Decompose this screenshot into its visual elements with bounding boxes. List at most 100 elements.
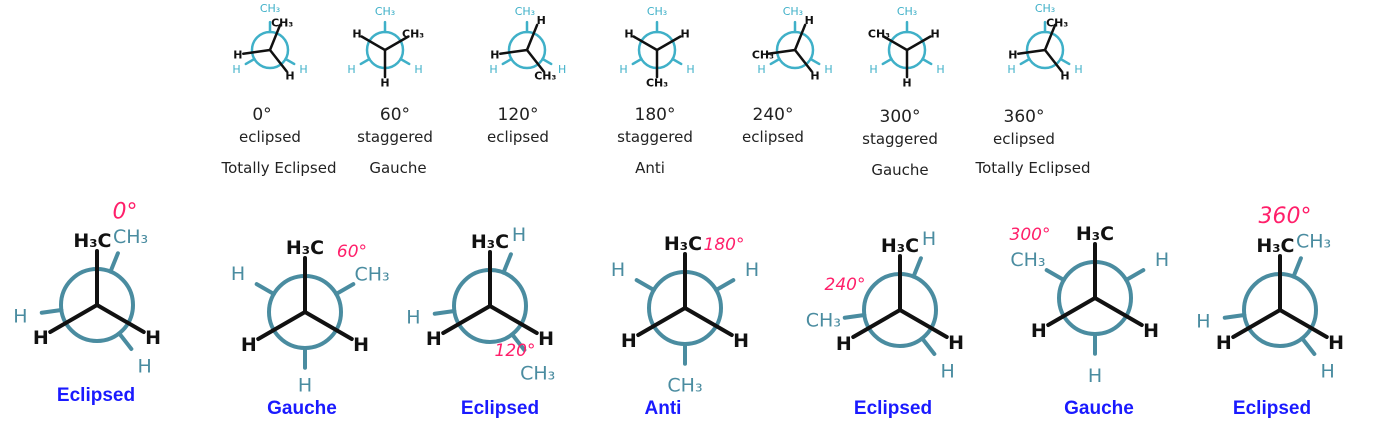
top-projection-2-front-substituent: CH₃ <box>534 69 556 82</box>
top-projection-0-front-substituent: H <box>285 69 294 82</box>
bottom-projection-0-back-substituent: H <box>138 356 152 378</box>
top-projection-6-front-bond <box>1043 23 1057 52</box>
bottom-projection-6-back-substituent: H <box>1196 310 1210 332</box>
top-projection-1-front-substituent: CH₃ <box>402 28 424 41</box>
bottom-projection-1-front-substituent: H <box>241 334 257 356</box>
top-projection-5-front-bond <box>905 35 932 52</box>
top-projection-2-back-bond <box>541 57 553 66</box>
top-projection-4-back-substituent: H <box>757 63 765 76</box>
bottom-angle-annotation-1: 60° <box>337 242 367 262</box>
bottom-projection-4-front-bond <box>898 308 949 339</box>
bottom-projection-6-front-substituent: H <box>1328 332 1344 354</box>
bottom-projection-5-front-substituent: H₃C <box>1076 223 1114 245</box>
bottom-projection-6-back-substituent: H <box>1321 361 1335 383</box>
bottom-projection-1-front-substituent: H₃C <box>286 237 324 259</box>
top-angle-5: 300° <box>879 107 921 127</box>
top-angle-4: 240° <box>752 105 794 125</box>
bottom-projection-2-front-substituent: H <box>426 328 442 350</box>
bottom-projection-3-front-bond <box>683 306 734 337</box>
bottom-angle-annotation-4: 240° <box>825 275 866 295</box>
bottom-projection-1-front-bond <box>303 310 354 341</box>
bottom-projection-0-front-substituent: H <box>33 327 49 349</box>
top-angle-0: 0° <box>252 105 272 125</box>
top-projection-1-front-bond <box>383 35 410 52</box>
top-projection-2-front-bond <box>525 48 545 73</box>
bottom-projection-6-front-substituent: H₃C <box>1256 235 1294 257</box>
bottom-angle-annotation-2: 120° <box>495 341 536 361</box>
top-projection-2-back-carbon-circle <box>507 30 547 70</box>
bottom-label-5: Gauche <box>1064 398 1134 419</box>
top-projection-4-back-substituent: CH₃ <box>783 5 803 18</box>
bottom-projection-2-back-substituent: H <box>512 224 526 246</box>
top-projection-6-front-substituent: H <box>1060 69 1069 82</box>
top-projection-3-front-substituent: CH₃ <box>646 76 668 89</box>
top-projection-6-front-bond <box>1017 48 1047 56</box>
top-projection-4-front-substituent: H <box>810 69 819 82</box>
top-name-6: Totally Eclipsed <box>975 159 1091 177</box>
top-projection-0-back-substituent: H <box>299 63 307 76</box>
bottom-projection-0-back-substituent: CH₃ <box>113 226 148 248</box>
bottom-projection-5-back-bond <box>1124 268 1146 282</box>
top-projection-0-front-bond <box>242 48 272 56</box>
top-projection-5-front-substituent: H <box>902 76 911 89</box>
bottom-projection-5-back-bond <box>1044 268 1066 282</box>
bottom-projection-6-back-bond <box>1300 336 1317 356</box>
top-angle-1: 60° <box>379 105 411 125</box>
bottom-projection-6-front-bond <box>1278 308 1329 339</box>
bottom-projection-3-front-substituent: H <box>733 330 749 352</box>
top-projection-4-front-bond <box>767 48 797 56</box>
top-conformation-3: staggered <box>617 128 693 146</box>
top-projection-2-front-substituent: H <box>490 48 499 61</box>
top-projection-5-back-bond <box>921 57 933 66</box>
bottom-projection-4-back-bond <box>842 313 867 320</box>
top-projection-6-front-bond <box>1043 48 1063 73</box>
bottom-angle-annotation-0: 0° <box>113 200 138 225</box>
bottom-projection-0-back-substituent: H <box>13 305 27 327</box>
bottom-projection-5-back-substituent: H <box>1088 365 1102 387</box>
top-conformation-0: eclipsed <box>239 128 301 146</box>
bottom-label-3: Anti <box>644 398 682 419</box>
bottom-projection-0-back-bond <box>39 308 64 315</box>
top-projection-5-back-substituent: H <box>936 63 944 76</box>
bottom-label-1: Gauche <box>267 398 337 419</box>
bottom-projection-0-front-substituent: H₃C <box>73 230 111 252</box>
top-projection-6-back-substituent: CH₃ <box>1035 2 1055 15</box>
bottom-projection-4-front-substituent: H <box>948 332 964 354</box>
bottom-projection-5-front-bond <box>1093 296 1144 327</box>
bottom-angle-annotation-5: 300° <box>1010 225 1051 245</box>
bottom-projection-3-back-bond <box>634 278 656 292</box>
bottom-label-2: Eclipsed <box>460 398 540 419</box>
top-angle-3: 180° <box>634 105 676 125</box>
bottom-projection-4-back-substituent: H <box>941 361 955 383</box>
bottom-projection-4-back-bond <box>911 256 923 279</box>
bottom-projection-4-front-substituent: H <box>836 333 852 355</box>
top-projection-5-front-substituent: H <box>930 28 939 41</box>
top-projection-2-front-bond <box>525 23 539 52</box>
top-projection-3-front-substituent: H <box>624 28 633 41</box>
bottom-projection-2-front-substituent: H₃C <box>471 231 509 253</box>
top-projection-4-back-bond <box>769 57 781 66</box>
bottom-projection-4-back-substituent: H <box>922 228 936 250</box>
top-projection-3-back-bond <box>631 57 643 66</box>
top-projection-0-front-substituent: H <box>233 48 242 61</box>
top-projection-1-front-substituent: H <box>352 28 361 41</box>
bottom-projection-2-front-bond <box>488 304 539 335</box>
bottom-angle-annotation-3: 180° <box>704 235 745 255</box>
top-projection-1-back-substituent: CH₃ <box>375 5 395 18</box>
bottom-projection-6-back-substituent: CH₃ <box>1296 231 1331 253</box>
top-projection-0-front-bond <box>268 23 282 52</box>
bottom-projection-1-front-substituent: H <box>353 334 369 356</box>
top-projection-6-back-bond <box>1019 57 1031 66</box>
bottom-projection-2-front-substituent: H <box>538 328 554 350</box>
top-projection-3-back-substituent: H <box>686 63 694 76</box>
top-projection-0-back-substituent: CH₃ <box>260 2 280 15</box>
bottom-projection-3-back-substituent: H <box>745 259 759 281</box>
top-projection-2-back-bond <box>501 57 513 66</box>
top-projection-2-back-substituent: H <box>558 63 566 76</box>
top-projection-3-back-substituent: CH₃ <box>647 5 667 18</box>
top-projection-3-front-bond <box>632 35 659 52</box>
top-conformation-2: eclipsed <box>487 128 549 146</box>
top-angle-2: 120° <box>497 105 539 125</box>
top-projection-4-back-substituent: H <box>824 63 832 76</box>
top-conformation-4: eclipsed <box>742 128 804 146</box>
